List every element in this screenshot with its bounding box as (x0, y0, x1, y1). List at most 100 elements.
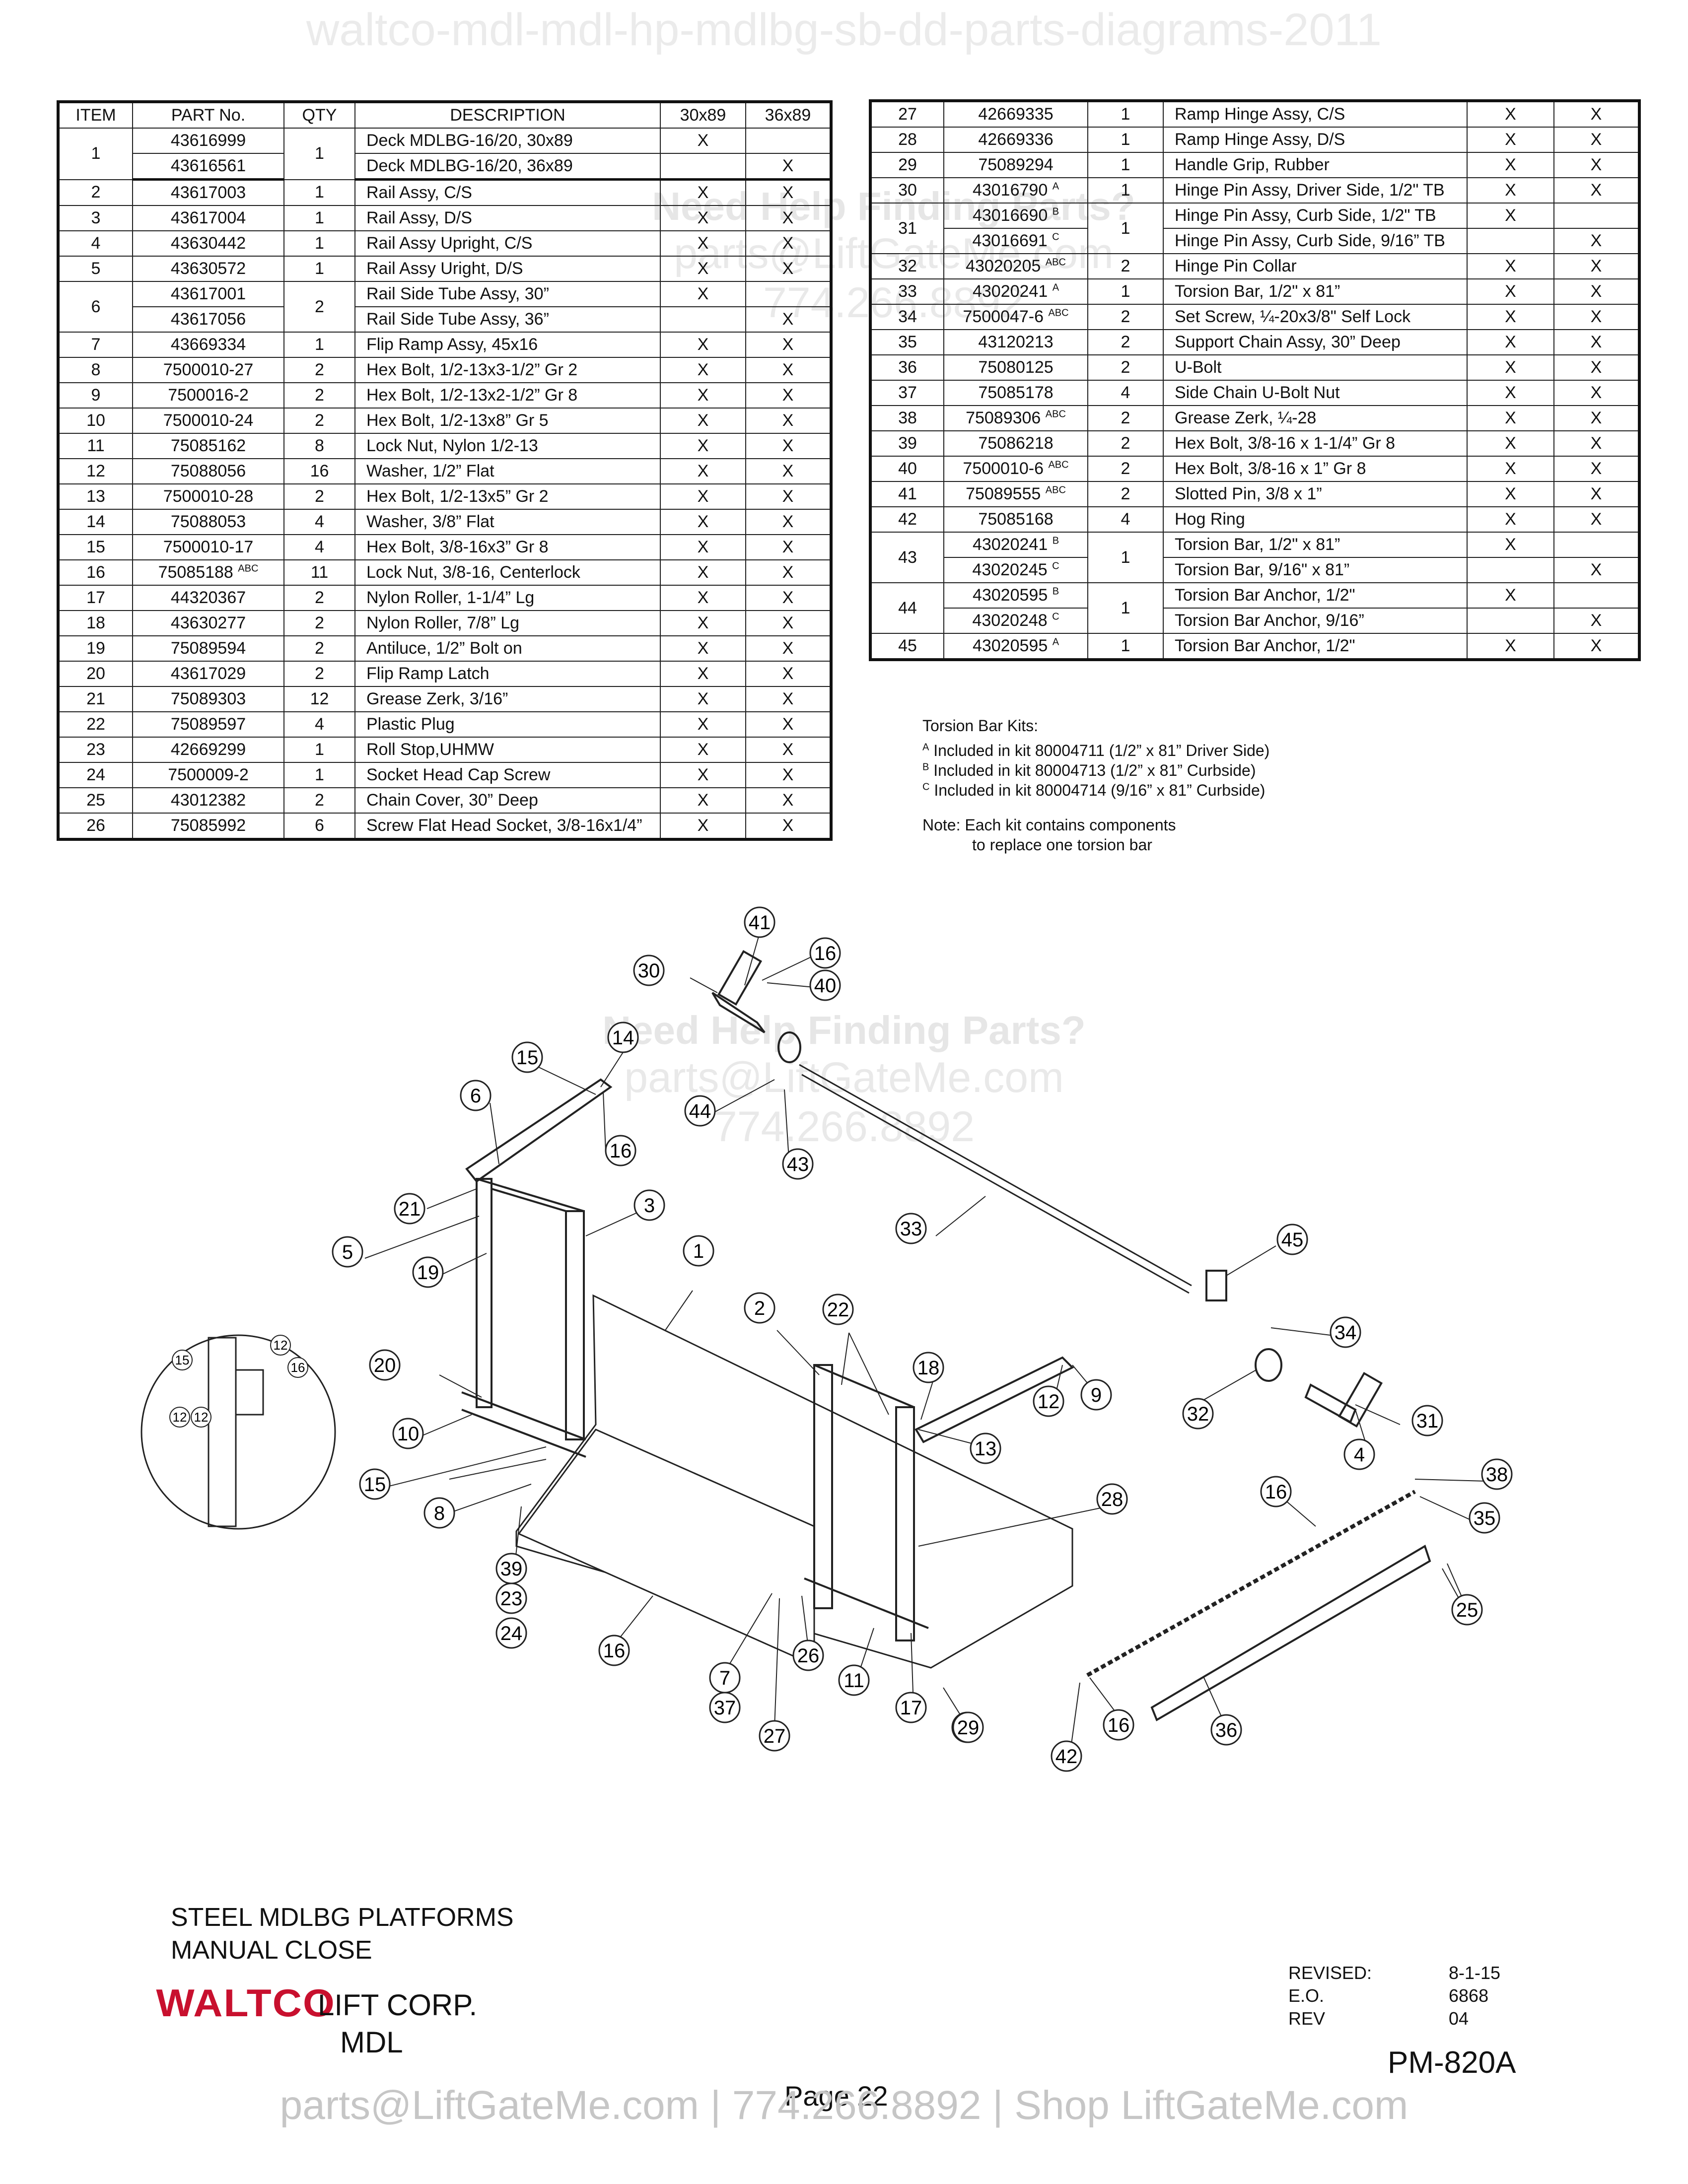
support-chain (1086, 1490, 1416, 1677)
size-30x89-cell: X (660, 458, 746, 484)
description-cell: Torsion Bar Anchor, 9/16” (1163, 608, 1468, 634)
size-30x89-cell: X (660, 332, 746, 358)
latch-detail-circle (141, 1334, 336, 1530)
description-cell: Rail Assy, C/S (354, 179, 661, 206)
qty-cell: 11 (283, 559, 355, 586)
size-36x89-cell: X (1553, 253, 1640, 279)
item-cell: 31 (870, 203, 944, 254)
part-number: 75086218 (978, 434, 1054, 453)
part-number-cell: 43020245 C (943, 557, 1088, 583)
size-30x89-cell: X (1467, 304, 1554, 330)
callout-21: 21 (394, 1193, 425, 1225)
size-30x89-cell: X (660, 661, 746, 687)
part-number: 7500016-2 (168, 386, 249, 405)
size-36x89-cell: X (745, 357, 832, 383)
part-number-cell: 7500016-2 (132, 382, 284, 409)
description-cell: Torsion Bar Anchor, 1/2" (1163, 582, 1468, 609)
part-number: 75085168 (978, 510, 1054, 529)
description-cell: Deck MDLBG-16/20, 36x89 (354, 153, 661, 181)
item-cell: 23 (58, 737, 133, 763)
item-cell: 37 (870, 380, 944, 406)
rev-value: 04 (1449, 2008, 1469, 2029)
qty-cell: 1 (1087, 203, 1164, 254)
size-36x89-cell: X (1553, 100, 1640, 128)
part-number-cell: 43120213 (943, 329, 1088, 355)
description-cell: Hex Bolt, 3/8-16 x 1” Gr 8 (1163, 456, 1468, 482)
description-cell: Flip Ramp Assy, 45x16 (354, 332, 661, 358)
kit-marker: C (1052, 560, 1059, 572)
eo-value: 6868 (1449, 1985, 1489, 2006)
callout-label: 38 (1486, 1464, 1508, 1486)
callout-label: 29 (957, 1717, 980, 1739)
part-number: 43617004 (170, 208, 246, 227)
callout-39: 39 (495, 1553, 527, 1584)
help-watermark-line: Need Help Finding Parts? (602, 1008, 1086, 1052)
part-number: 7500010-17 (163, 538, 254, 556)
size-36x89-cell: X (745, 205, 832, 231)
size-30x89-cell: X (1467, 354, 1554, 381)
part-number: 43012382 (170, 791, 246, 810)
part-number-cell: 75089594 (132, 635, 284, 662)
size-36x89-cell: X (745, 559, 832, 586)
callout-28: 28 (1096, 1483, 1128, 1515)
callout-9: 9 (1080, 1379, 1112, 1411)
hinge-pin-cs-arm (1337, 1371, 1383, 1428)
description-cell: Handle Grip, Rubber (1163, 152, 1468, 178)
header-watermark: waltco-mdl-mdl-hp-mdlbg-sb-dd-parts-diag… (306, 4, 1382, 55)
callout-label: 18 (917, 1357, 940, 1379)
item-cell: 6 (58, 281, 133, 333)
callout-31: 31 (1411, 1405, 1443, 1436)
callout-label: 31 (1416, 1410, 1439, 1432)
description-cell: Roll Stop,UHMW (354, 737, 661, 763)
kit-marker: ABC (1048, 307, 1069, 319)
callout-38: 38 (1481, 1458, 1513, 1490)
part-number-cell: 75089555 ABC (943, 481, 1088, 507)
qty-cell: 1 (283, 332, 355, 358)
kit-c-marker: C (922, 781, 930, 793)
callout-27: 27 (759, 1720, 790, 1752)
size-30x89-cell: X (660, 813, 746, 840)
qty-cell: 2 (283, 661, 355, 687)
callout-label: 14 (612, 1027, 634, 1049)
size-36x89-cell (1553, 203, 1640, 229)
size-36x89-cell: X (1553, 380, 1640, 406)
size-36x89-cell (1553, 532, 1640, 558)
description-cell: Rail Assy Upright, C/S (354, 230, 661, 257)
description-cell: Grease Zerk, 3/16” (354, 686, 661, 712)
description-cell: Hex Bolt, 3/8-16x3” Gr 8 (354, 534, 661, 560)
kits-title: Torsion Bar Kits: (922, 717, 1038, 735)
size-36x89-cell: X (1553, 633, 1640, 660)
note-line-1: Note: Each kit contains components (922, 816, 1176, 834)
callout-22: 22 (822, 1294, 854, 1325)
callout-32: 32 (1182, 1398, 1214, 1430)
kit-marker: A (1052, 636, 1059, 648)
size-30x89-cell: X (660, 585, 746, 611)
qty-cell: 1 (1087, 127, 1164, 153)
description-cell: Torsion Bar, 1/2" x 81” (1163, 532, 1468, 558)
description-cell: Deck MDLBG-16/20, 30x89 (354, 128, 661, 154)
item-cell: 4 (58, 230, 133, 257)
part-number: 75080125 (978, 358, 1054, 377)
description-cell: Torsion Bar Anchor, 1/2" (1163, 633, 1468, 660)
callout-16: 16 (605, 1135, 636, 1166)
ds-upright-rear (476, 1178, 492, 1408)
callout-16: 16 (1260, 1476, 1292, 1507)
size-36x89-cell: X (745, 153, 832, 181)
callout-label: 8 (434, 1502, 445, 1524)
qty-cell: 1 (1087, 100, 1164, 128)
part-number-cell: 43617003 (132, 179, 284, 206)
document-number: PM-820A (1388, 2046, 1516, 2080)
detail-callout-label: 16 (291, 1360, 305, 1375)
part-number-cell: 7500010-24 (132, 408, 284, 434)
collar-cs (1255, 1348, 1282, 1382)
